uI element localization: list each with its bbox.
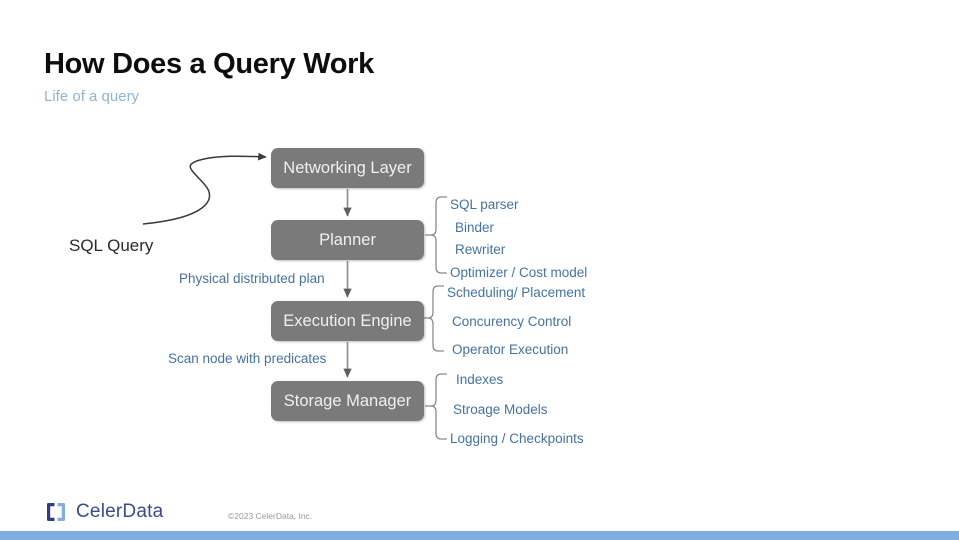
annotation-item: Binder [455,219,495,235]
flow-box-storage-manager[interactable]: Storage Manager [271,381,424,421]
page-title: How Does a Query Work [44,48,374,80]
flow-box-networking-layer[interactable]: Networking Layer [271,148,424,188]
annotation-item: Rewriter [455,242,506,257]
annotation-group-planner: SQL parser Binder Rewriter Optimizer / C… [450,198,587,288]
annotation-item: Concurency Control [452,313,572,329]
sql-query-arrow [142,152,267,225]
edge-label-physical-distributed-plan: Physical distributed plan [179,271,325,286]
brace-storage [425,373,447,440]
brace-planner [425,196,447,274]
annotation-item: Scheduling/ Placement [447,285,586,300]
annotation-item: Stroage Models [453,401,548,417]
flow-box-planner[interactable]: Planner [271,220,424,260]
brand-logo: CelerData [45,501,163,523]
annotation-group-storage-manager: Indexes Stroage Models Logging / Checkpo… [450,373,584,462]
annotation-item: SQL parser [450,197,519,212]
annotation-group-execution-engine: Scheduling/ Placement Concurency Control… [447,286,585,372]
sql-query-label: SQL Query [69,236,154,255]
annotation-item: Optimizer / Cost model [450,264,588,280]
copyright-text: ©2023 CelerData, Inc. [228,511,313,521]
annotation-item: Operator Execution [452,342,569,357]
flow-box-execution-engine[interactable]: Execution Engine [271,301,424,341]
page-subtitle: Life of a query [44,88,140,105]
brace-execution [422,285,444,352]
annotation-item: Indexes [456,372,504,387]
celerdata-bracket-icon [45,501,67,523]
annotation-item: Logging / Checkpoints [450,431,584,446]
brand-name: CelerData [76,501,164,522]
bottom-accent-bar [0,531,959,540]
edge-label-scan-node-with-predicates: Scan node with predicates [168,351,327,366]
